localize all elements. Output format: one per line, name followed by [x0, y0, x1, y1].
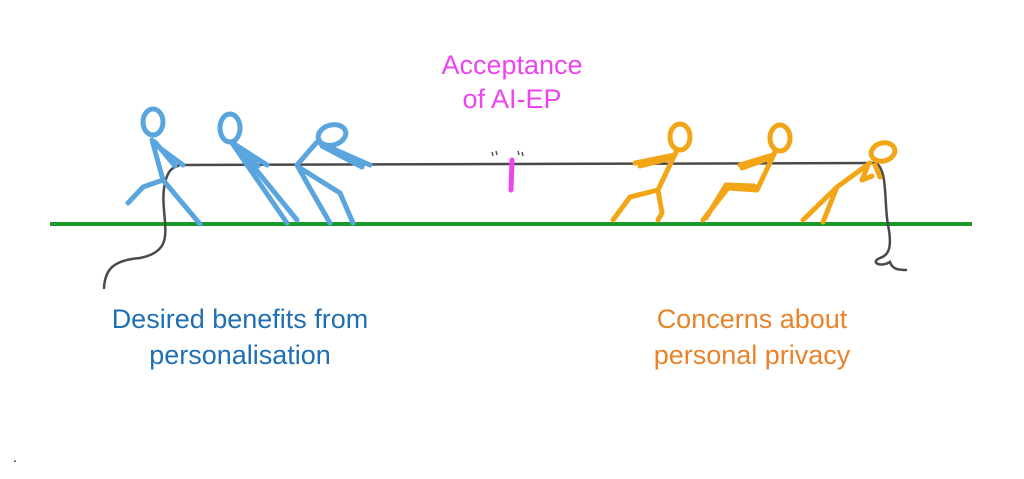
- stick-figure-blue-2: [217, 111, 300, 226]
- right-team: [610, 121, 898, 225]
- center-label-line1: Acceptance: [441, 50, 582, 80]
- center-marker: [491, 150, 524, 193]
- stick-figure-orange-3: [800, 140, 898, 225]
- stick-figure-orange-2: [700, 122, 793, 223]
- left-label-line1: Desired benefits from: [112, 304, 369, 334]
- left-team: [125, 106, 373, 227]
- stick-figure-orange-1: [610, 121, 693, 223]
- stick-figure-blue-1: [125, 106, 203, 227]
- footnote-mark: .: [13, 449, 17, 465]
- left-label-line2: personalisation: [149, 340, 331, 370]
- center-label-line2: of AI-EP: [462, 84, 561, 114]
- right-label-line1: Concerns about: [657, 304, 848, 334]
- right-label-line2: personal privacy: [654, 340, 851, 370]
- stick-figure-blue-3: [294, 122, 373, 226]
- rope-tail-right: [874, 161, 908, 272]
